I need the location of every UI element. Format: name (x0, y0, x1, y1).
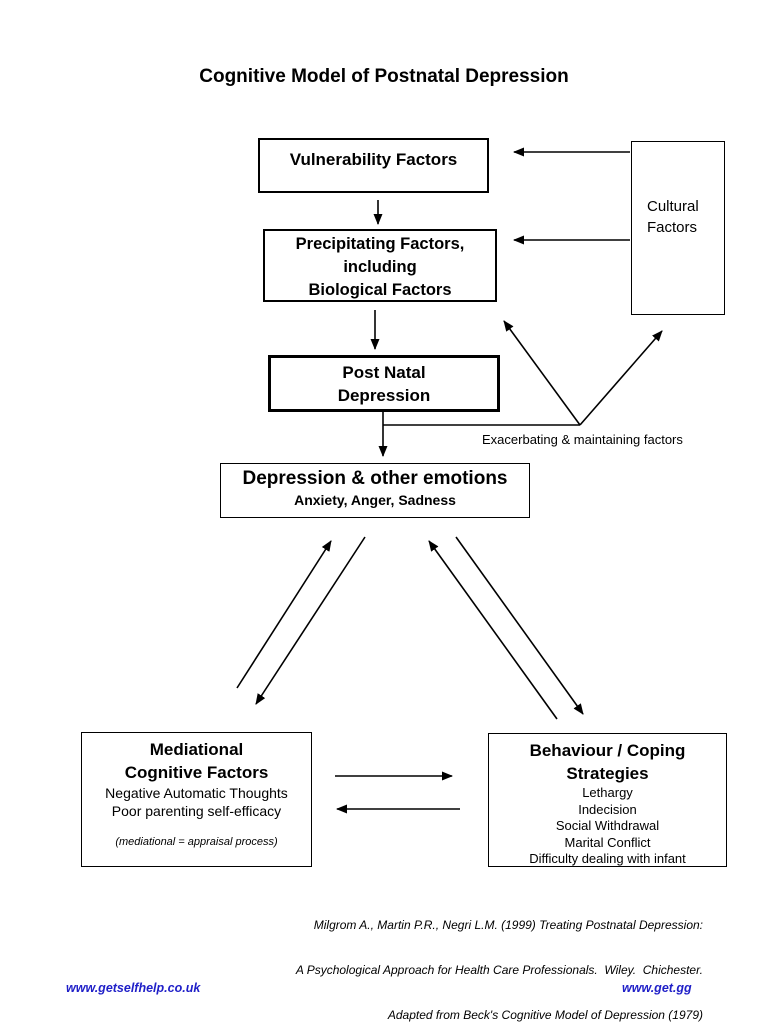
cultural-factors-label-line1: Cultural (647, 198, 699, 215)
mediational-note: (mediational = appraisal process) (115, 836, 278, 848)
mediational-item: Poor parenting self-efficacy (111, 803, 282, 819)
behaviour-item: Social Withdrawal (555, 818, 660, 833)
behaviour-coping-box: Behaviour / Coping Strategies Lethargy I… (488, 733, 727, 867)
arrow-emotions-to-behaviour (455, 536, 584, 715)
behaviour-item: Lethargy (582, 785, 633, 800)
citation-block: Milgrom A., Martin P.R., Negri L.M. (199… (296, 888, 703, 1024)
arrow-behaviour-to-emotions (428, 540, 558, 720)
behaviour-item: Difficulty dealing with infant (529, 851, 686, 866)
precipitating-factors-box: Precipitating Factors, including Biologi… (263, 229, 497, 302)
mediational-cognitive-factors-box: Mediational Cognitive Factors Negative A… (81, 732, 312, 867)
mediational-title-line2: Cognitive Factors (124, 763, 269, 782)
behaviour-item: Marital Conflict (564, 834, 651, 850)
page-title: Cognitive Model of Postnatal Depression (199, 66, 569, 87)
postnatal-label-line2: Depression (337, 386, 431, 405)
vulnerability-factors-box: Vulnerability Factors (258, 138, 489, 193)
mediational-title-line1: Mediational (149, 740, 244, 759)
arrow-feedback-to-precipitating (503, 320, 581, 426)
precipitating-label-line3: Biological Factors (308, 281, 452, 299)
arrow-feedback-to-cultural (579, 330, 663, 426)
behaviour-title-line2: Strategies (566, 764, 649, 783)
postnatal-depression-box: Post Natal Depression (268, 355, 500, 412)
precipitating-label-line1: Precipitating Factors, (295, 235, 465, 253)
behaviour-title-line1: Behaviour / Coping (529, 741, 686, 760)
vulnerability-factors-label: Vulnerability Factors (289, 150, 458, 169)
exacerbating-annotation: Exacerbating & maintaining factors (482, 432, 683, 447)
emotions-title: Depression & other emotions (242, 468, 508, 489)
behaviour-item: Indecision (578, 801, 637, 817)
precipitating-label-line2: including (343, 258, 417, 276)
cultural-factors-box: Cultural Factors (631, 141, 725, 315)
getselfhelp-link[interactable]: www.getselfhelp.co.uk (66, 981, 201, 995)
cultural-factors-label-line2: Factors (647, 219, 698, 236)
emotions-subtitle: Anxiety, Anger, Sadness (294, 492, 456, 508)
mediational-item: Negative Automatic Thoughts (105, 785, 288, 801)
arrow-emotions-to-mediational (255, 536, 366, 705)
citation-line1: Milgrom A., Martin P.R., Negri L.M. (199… (313, 918, 703, 932)
getgg-link[interactable]: www.get.gg (622, 981, 692, 995)
arrow-mediational-to-emotions (236, 540, 332, 689)
citation-line3: Adapted from Beck's Cognitive Model of D… (387, 1008, 703, 1022)
citation-line2: A Psychological Approach for Health Care… (295, 963, 703, 977)
depression-emotions-box: Depression & other emotions Anxiety, Ang… (220, 463, 530, 518)
postnatal-label-line1: Post Natal (342, 363, 426, 382)
